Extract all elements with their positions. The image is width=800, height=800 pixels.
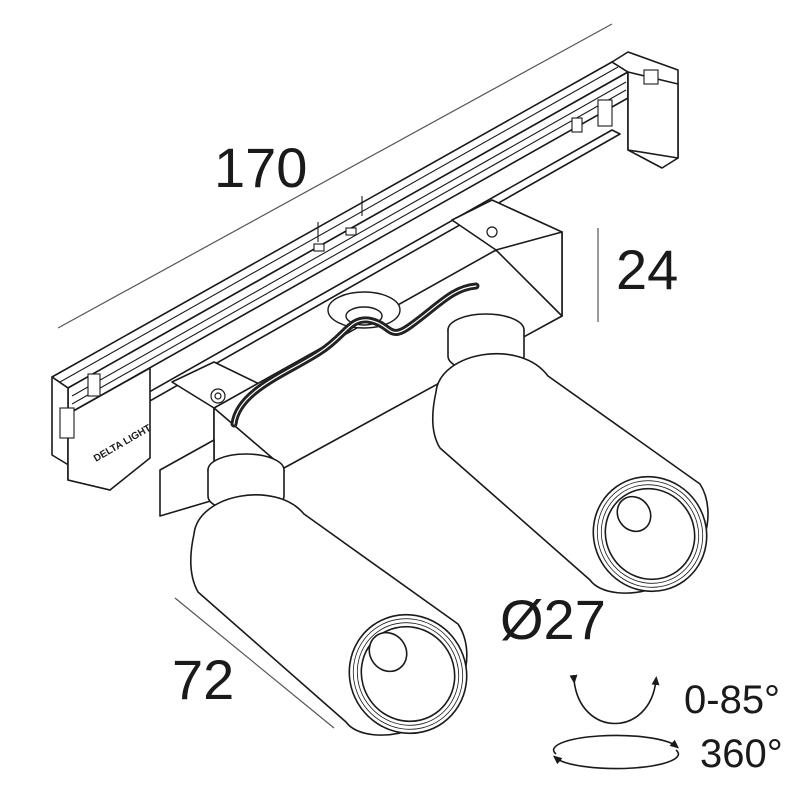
thread-ring-1 xyxy=(596,480,704,588)
rail-slot-left-2 xyxy=(59,407,75,439)
tilt-arc xyxy=(569,674,660,725)
connection-cable-highlight xyxy=(233,285,477,425)
body-length-dimension-label: 72 xyxy=(172,648,235,711)
thread-ring-2 xyxy=(600,484,700,584)
rail-slot-right-3 xyxy=(643,69,659,85)
spotlight-front-threads xyxy=(352,618,464,730)
rail-hole-1 xyxy=(313,243,325,252)
screw-left-inner xyxy=(214,392,222,400)
thread-ring-front-2 xyxy=(356,622,460,726)
spotlight-front xyxy=(189,453,468,736)
height-dimension-label: 24 xyxy=(616,238,679,301)
dimension-leaders xyxy=(57,23,613,729)
rail-groove-3 xyxy=(71,89,627,405)
spotlight-back-lens xyxy=(616,495,652,533)
thread-ring-front-1 xyxy=(352,618,464,730)
pan-range-label: 360° xyxy=(700,732,783,776)
rail-slot-right-1 xyxy=(571,117,583,133)
rail-groove-1 xyxy=(59,66,619,383)
body-length-leader-line xyxy=(174,597,335,729)
bracket-screws xyxy=(210,226,498,404)
spotlight-back xyxy=(431,313,709,594)
rail-hole-2 xyxy=(345,227,357,236)
rail-details xyxy=(59,66,659,439)
pan-indicator xyxy=(552,734,680,770)
spotlight-front-lens xyxy=(368,631,408,673)
tilt-indicator xyxy=(569,674,660,725)
rail-end-cap-side xyxy=(627,71,679,159)
spotlight-back-threads xyxy=(596,480,704,588)
diameter-dimension-label: Ø27 xyxy=(500,588,606,651)
pan-ellipse-arc-lower xyxy=(552,749,680,770)
rail-slot-right-2 xyxy=(597,99,613,127)
bracket-base-plate xyxy=(213,249,563,469)
rail-slot-left-1 xyxy=(87,373,101,397)
tilt-range-label: 0-85° xyxy=(684,678,781,722)
rail-groove-2 xyxy=(71,81,627,397)
screw-right xyxy=(486,226,498,238)
length-leader-line xyxy=(57,23,613,329)
bracket-front-edge xyxy=(159,439,215,517)
length-dimension-label: 170 xyxy=(214,136,308,199)
pan-ellipse-arc xyxy=(552,734,680,755)
rail-body-left xyxy=(67,367,151,491)
